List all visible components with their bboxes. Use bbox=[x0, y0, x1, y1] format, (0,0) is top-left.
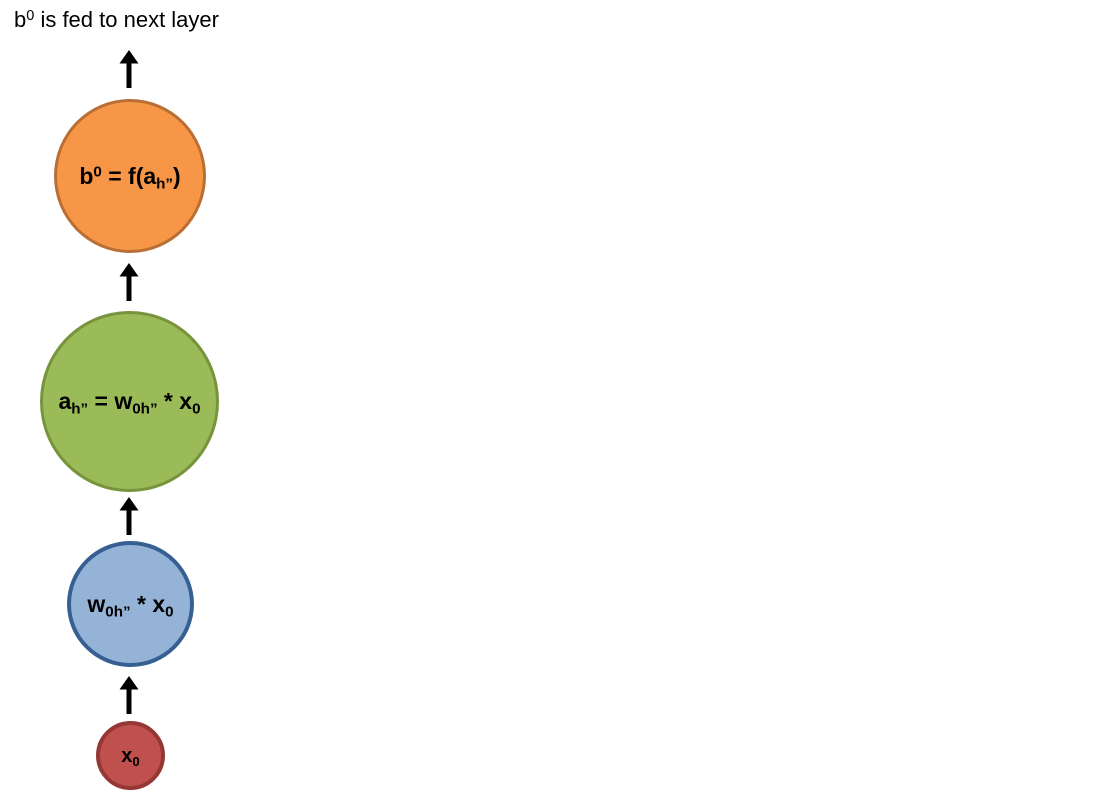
node-input-x0: x0 bbox=[96, 721, 165, 790]
node-output-b0: b0 = f(ah”) bbox=[54, 99, 206, 253]
arrow-up-icon bbox=[119, 50, 139, 88]
arrow-up-icon bbox=[119, 497, 139, 535]
node-weighted-input-label: w0h” * x0 bbox=[87, 590, 174, 621]
node-input-label: x0 bbox=[121, 744, 140, 769]
node-weighted-input-w0h-x0: w0h” * x0 bbox=[67, 541, 194, 667]
arrow-up-icon bbox=[119, 676, 139, 714]
node-output-label: b0 = f(ah”) bbox=[79, 162, 181, 193]
node-activation-label: ah” = w0h” * x0 bbox=[58, 388, 201, 418]
node-activation-ah: ah” = w0h” * x0 bbox=[40, 311, 219, 492]
diagram-title: b0 is fed to next layer bbox=[14, 7, 219, 32]
arrow-up-icon bbox=[119, 263, 139, 301]
